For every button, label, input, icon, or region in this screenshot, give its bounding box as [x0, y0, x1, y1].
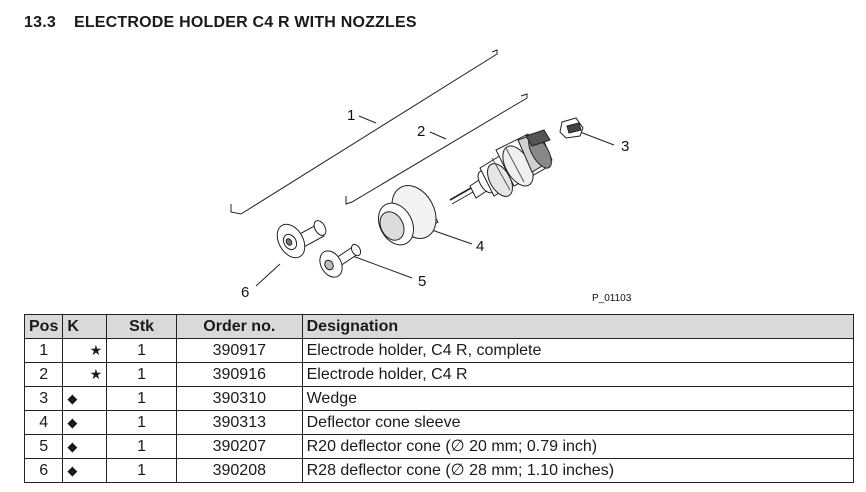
- star-icon: ★: [62, 362, 108, 387]
- cell-stk: 1: [106, 386, 177, 411]
- cell-pos: 6: [23, 458, 64, 483]
- leader-2: [429, 131, 447, 140]
- callout-5: 5: [418, 273, 426, 290]
- cell-designation: R20 deflector cone (∅ 20 mm; 0.79 inch): [301, 434, 855, 459]
- r28-deflector-cone-part: [276, 220, 327, 259]
- cell-pos: 2: [23, 362, 64, 387]
- leader-3: [579, 131, 615, 146]
- cell-order-no: 390313: [175, 410, 303, 435]
- diamond-icon: ◆: [62, 386, 108, 411]
- exploded-view-figure: 1 2 3 4 5 6 P_01103: [0, 40, 866, 312]
- section-title: ELECTRODE HOLDER C4 R WITH NOZZLES: [73, 14, 417, 31]
- leader-6: [255, 263, 281, 287]
- cell-designation: Wedge: [301, 386, 855, 411]
- section-number: 13.3: [24, 14, 56, 31]
- table-row: 5 ◆ 1 390207 R20 deflector cone (∅ 20 mm…: [23, 434, 855, 459]
- cell-designation: R28 deflector cone (∅ 28 mm; 1.10 inches…: [301, 458, 855, 483]
- cell-order-no: 390208: [175, 458, 303, 483]
- cell-designation: Electrode holder, C4 R: [301, 362, 855, 387]
- cell-pos: 1: [23, 338, 64, 363]
- deflector-cone-sleeve-part: [377, 185, 439, 246]
- cell-stk: 1: [106, 410, 177, 435]
- column-header-stk: Stk: [106, 314, 177, 339]
- cell-stk: 1: [106, 362, 177, 387]
- callout-3: 3: [621, 138, 629, 155]
- exploded-view-drawing: 1 2 3 4 5 6 P_01103: [230, 49, 632, 304]
- column-header-order-no: Order no.: [175, 314, 303, 339]
- electrode-holder-part: [449, 129, 553, 205]
- column-header-pos: Pos: [23, 314, 64, 339]
- callout-6: 6: [241, 284, 249, 301]
- star-icon: ★: [62, 338, 108, 363]
- section-heading: 13.3 ELECTRODE HOLDER C4 R WITH NOZZLES: [24, 14, 417, 32]
- table-row: 2 ★ 1 390916 Electrode holder, C4 R: [23, 362, 855, 387]
- bracket-2: [345, 93, 528, 205]
- cell-pos: 5: [23, 434, 64, 459]
- cell-stk: 1: [106, 434, 177, 459]
- callout-4: 4: [476, 238, 484, 255]
- cell-designation: Deflector cone sleeve: [301, 410, 855, 435]
- diamond-icon: ◆: [62, 410, 108, 435]
- wedge-part: [559, 117, 584, 139]
- cell-stk: 1: [106, 338, 177, 363]
- figure-reference: P_01103: [592, 293, 632, 304]
- table-row: 4 ◆ 1 390313 Deflector cone sleeve: [23, 410, 855, 435]
- leader-5: [349, 254, 413, 279]
- callout-1: 1: [347, 107, 355, 124]
- callout-2: 2: [417, 123, 425, 140]
- parts-table: Pos K Stk Order no. Designation 1 ★ 1 39…: [23, 314, 855, 483]
- leader-1: [358, 115, 377, 124]
- bracket-1: [230, 49, 498, 215]
- column-header-designation: Designation: [301, 314, 855, 339]
- cell-order-no: 390916: [175, 362, 303, 387]
- table-header-row: Pos K Stk Order no. Designation: [23, 314, 855, 339]
- diamond-icon: ◆: [62, 458, 108, 483]
- diamond-icon: ◆: [62, 434, 108, 459]
- cell-order-no: 390917: [175, 338, 303, 363]
- r20-deflector-cone-part: [319, 243, 362, 278]
- column-header-k: K: [62, 314, 108, 339]
- table-row: 6 ◆ 1 390208 R28 deflector cone (∅ 28 mm…: [23, 458, 855, 483]
- cell-order-no: 390310: [175, 386, 303, 411]
- cell-pos: 3: [23, 386, 64, 411]
- cell-pos: 4: [23, 410, 64, 435]
- cell-stk: 1: [106, 458, 177, 483]
- table-row: 3 ◆ 1 390310 Wedge: [23, 386, 855, 411]
- cell-order-no: 390207: [175, 434, 303, 459]
- cell-designation: Electrode holder, C4 R, complete: [301, 338, 855, 363]
- table-row: 1 ★ 1 390917 Electrode holder, C4 R, com…: [23, 338, 855, 363]
